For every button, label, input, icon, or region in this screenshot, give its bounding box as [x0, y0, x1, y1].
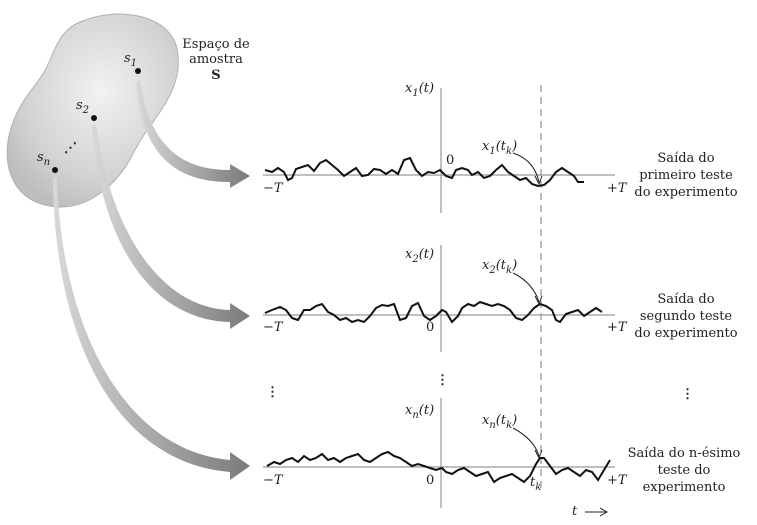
trace-n-neg-T: −T	[263, 473, 284, 488]
trace-n-pos-T: +T	[607, 473, 628, 488]
trace-2-pos-T: +T	[607, 320, 628, 335]
trace-2-point-pointer	[512, 272, 540, 303]
mapping-arrow-3	[53, 176, 250, 480]
trace-1-pointer-head	[534, 175, 543, 186]
trace-n-axis-label: xn(t)	[405, 403, 434, 421]
trace-n-pointer-head	[534, 449, 543, 460]
trace-n-point-pointer	[512, 427, 540, 457]
trace-n-caption-line1: Saída do n-ésimo	[628, 446, 741, 461]
sample-space-symbol: S	[211, 68, 220, 83]
sample-point-s1	[135, 68, 141, 74]
trace-1-caption-line3: do experimento	[634, 185, 737, 200]
s1-label: s1	[124, 51, 137, 69]
trace-1-point-label: x1(tk)	[482, 139, 517, 157]
trace-1-point-pointer	[512, 152, 540, 183]
time-axis-arrow-head	[599, 507, 609, 517]
trace-n-caption-line3: experimento	[643, 480, 726, 495]
trace-1-caption-line2: primeiro teste	[639, 168, 733, 183]
trace-2-origin: 0	[426, 320, 434, 335]
sample-point-s2	[91, 115, 97, 121]
sample-space-blob	[6, 13, 179, 208]
trace-2-pointer-head	[534, 295, 543, 306]
time-axis-label: t	[572, 504, 578, 519]
tk-label: tk	[530, 475, 541, 493]
trace-1-caption-line1: Saída do	[657, 151, 714, 166]
vdots-left: ⋮	[266, 385, 279, 400]
blob-dots: ⋰	[64, 141, 77, 156]
trace-1: x1(t) 0 −T +T x1(tk) Saída do primeiro t…	[263, 81, 738, 213]
trace-1-origin: 0	[446, 153, 454, 168]
trace-2-caption-line2: segundo teste	[640, 309, 733, 324]
sample-space-label-line1: Espaço de	[182, 37, 250, 52]
trace-1-neg-T: −T	[263, 181, 284, 196]
mapping-arrow-2	[92, 124, 250, 329]
trace-n-point-label: xn(tk)	[482, 413, 517, 431]
trace-n: xn(t) 0 −T +T xn(tk) tk Saída do n-ésimo…	[263, 398, 741, 508]
trace-2-caption-line3: do experimento	[634, 326, 737, 341]
sn-label: sn	[37, 150, 50, 168]
trace-1-signal	[264, 156, 584, 188]
trace-2-axis-label: x2(t)	[405, 247, 434, 265]
sample-point-sn	[52, 167, 58, 173]
trace-n-caption-line2: teste do	[658, 463, 711, 478]
trace-2-neg-T: −T	[263, 320, 284, 335]
trace-n-origin: 0	[426, 473, 434, 488]
trace-1-axis-label: x1(t)	[405, 81, 434, 99]
trace-n-signal	[266, 450, 611, 484]
vdots-right: ⋮	[681, 387, 694, 402]
trace-1-pos-T: +T	[607, 181, 628, 196]
sample-space-label-line2: amostra	[189, 52, 243, 67]
trace-2-caption-line1: Saída do	[657, 292, 714, 307]
vdots-center: ⋮	[436, 373, 449, 388]
trace-2-point-label: x2(tk)	[482, 258, 517, 276]
trace-2-signal	[264, 300, 603, 324]
mapping-arrow-1	[136, 80, 250, 188]
s2-label: s2	[76, 98, 89, 116]
trace-2: x2(t) 0 −T +T x2(tk) Saída do segundo te…	[263, 245, 738, 352]
